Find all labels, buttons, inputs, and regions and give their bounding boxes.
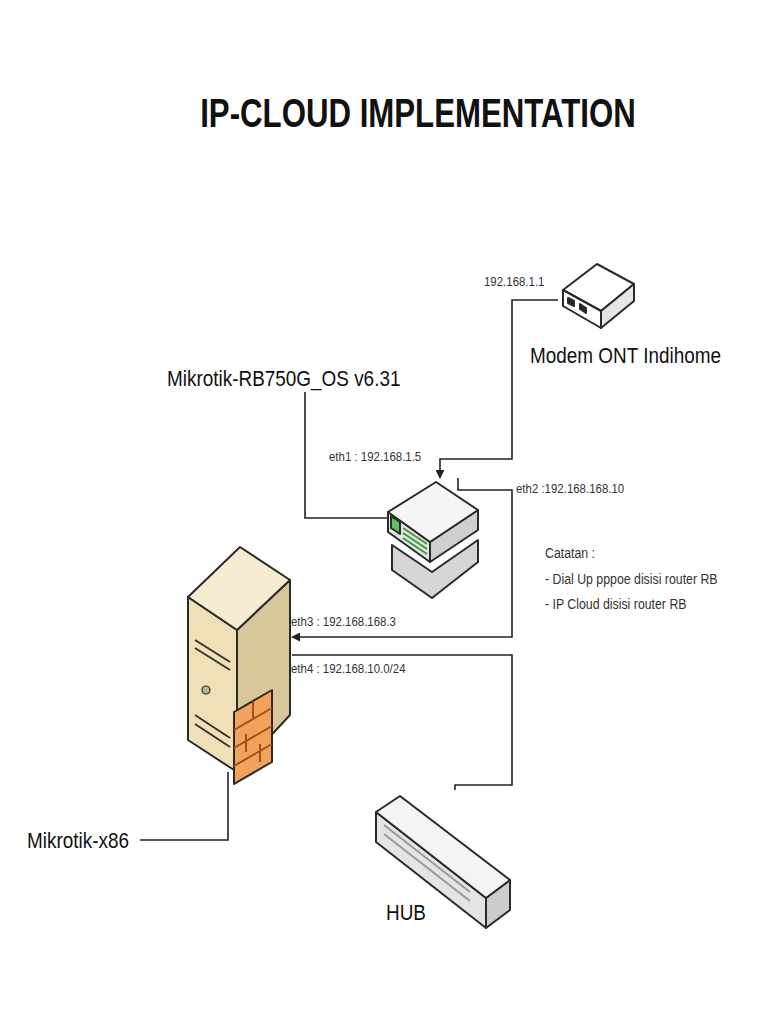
device-label: Modem ONT Indihome <box>530 343 721 368</box>
leader-line <box>140 772 228 840</box>
network-cable <box>292 478 512 637</box>
device-label: HUB <box>386 900 426 925</box>
icon-detail <box>384 825 470 892</box>
diagram-title: IP-CLOUD IMPLEMENTATION <box>184 90 652 136</box>
icon-shape <box>580 304 586 313</box>
port-address: 192.168.1.1 <box>484 275 544 290</box>
device-node: HUB <box>375 790 512 930</box>
icon-detail <box>403 538 427 554</box>
network-cable <box>440 300 558 478</box>
icon-detail <box>234 726 272 748</box>
network-cable <box>292 655 512 790</box>
device-icon <box>558 258 638 334</box>
device-node: Modem ONT Indihome <box>558 258 638 334</box>
note-text: Catatan : <box>545 545 595 561</box>
icon-detail <box>252 701 254 719</box>
device-icon <box>188 545 292 785</box>
icon-shape <box>234 690 272 784</box>
icon-shape <box>601 284 634 328</box>
icon-shape <box>391 516 400 534</box>
port-address: eth3 : 192.168.168.3 <box>291 615 396 630</box>
icon-shape <box>376 796 510 898</box>
device-node: Mikrotik-RB750G_OS v6.31 <box>383 478 483 602</box>
icon-detail <box>195 724 230 747</box>
port-address: eth4 : 192.168.10.0/24 <box>291 662 406 677</box>
device-icon <box>383 478 483 602</box>
icon-detail <box>234 744 272 766</box>
port-address: eth2 :192.168.168.10 <box>516 482 624 497</box>
icon-detail <box>384 834 470 901</box>
device-label: Mikrotik-x86 <box>27 828 129 853</box>
port-address: eth1 : 192.168.1.5 <box>329 450 421 465</box>
device-label: Mikrotik-RB750G_OS v6.31 <box>167 366 400 391</box>
icon-detail <box>245 734 247 752</box>
note-text: - IP Cloud disisi router RB <box>545 596 687 612</box>
device-node: Mikrotik-x86 <box>188 545 292 785</box>
icon-detail <box>259 744 261 762</box>
note-text: - Dial Up pppoe disisi router RB <box>545 571 718 587</box>
icon-shape <box>388 482 478 542</box>
icon-led <box>202 686 210 694</box>
icon-shape <box>188 547 290 630</box>
icon-detail <box>195 648 230 670</box>
icon-shape <box>568 298 574 306</box>
icon-shape <box>563 290 601 328</box>
